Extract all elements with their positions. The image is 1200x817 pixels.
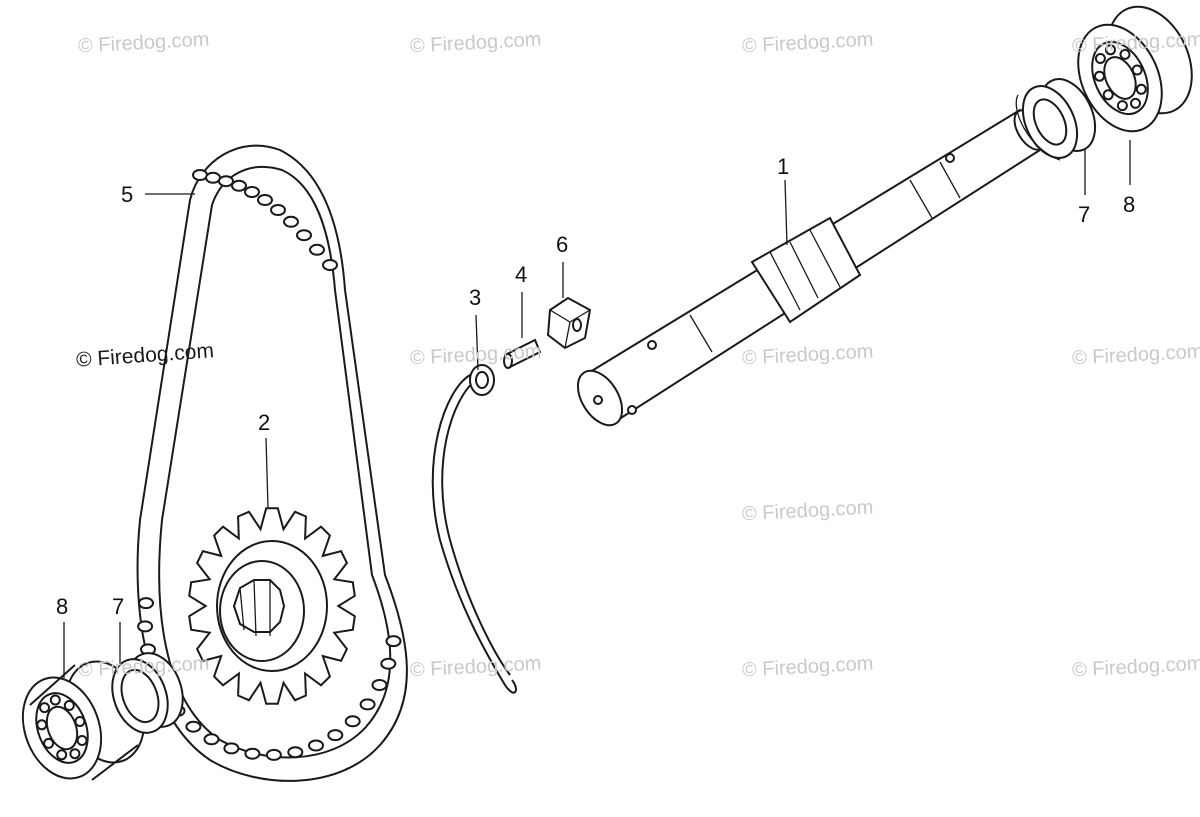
chain-link [223, 742, 240, 755]
chain-link [371, 679, 388, 691]
bearing-ball [1116, 100, 1128, 112]
callout-chain: 5 [121, 182, 134, 207]
callout-collar: 3 [469, 285, 482, 310]
bearing-ball [1135, 83, 1147, 95]
bearing-ball [39, 702, 50, 714]
chain-link [192, 169, 208, 181]
chain-link [287, 746, 304, 759]
leader-lines [63, 140, 1131, 678]
chain-link [322, 259, 338, 271]
sprocket [188, 507, 356, 705]
callout-bearing-right: 8 [1123, 192, 1136, 217]
chain-link [244, 747, 261, 760]
pin [503, 338, 542, 369]
chain-link [138, 597, 154, 610]
chain-link [344, 715, 361, 728]
bearing-ball [69, 748, 81, 760]
chain-link [283, 215, 299, 228]
chain-link [309, 243, 325, 256]
chain-link [231, 179, 247, 192]
chain-link [257, 194, 273, 206]
chain-link [244, 186, 260, 198]
bearing-ball [56, 749, 68, 761]
chain-link [203, 733, 220, 746]
seal-left [111, 652, 184, 734]
bearing-ball [1094, 70, 1105, 82]
seal-right [1015, 78, 1097, 161]
chain-link [265, 748, 282, 761]
callout-block: 6 [556, 232, 569, 257]
chain-link [359, 698, 376, 711]
bearing-ball [1094, 53, 1106, 64]
callout-pin: 4 [515, 262, 528, 287]
bearing-ball [74, 716, 86, 727]
output-shaft [576, 108, 1047, 427]
block [546, 296, 592, 350]
bearing-ball [1102, 89, 1114, 101]
bearing-ball [43, 737, 55, 749]
bearing-ball [1130, 97, 1141, 109]
bearing-ball [76, 735, 88, 746]
chain-link [380, 657, 397, 670]
chain-link [385, 635, 402, 648]
chain-link [270, 204, 286, 216]
bearing-right [1077, 5, 1193, 133]
bearing-ball [36, 719, 48, 731]
bearing-ball [1131, 64, 1143, 76]
callout-sprocket: 2 [258, 410, 271, 435]
chain-link [296, 229, 312, 242]
chain-link [327, 729, 344, 742]
bearing-ball [1119, 48, 1131, 60]
callout-seal-left: 7 [112, 594, 125, 619]
chain-link [308, 739, 324, 752]
chain-link [205, 171, 221, 184]
bearing-ball [49, 694, 61, 706]
callout-shaft: 1 [777, 154, 790, 179]
callout-bearing-left: 8 [56, 594, 69, 619]
spring-wire [431, 374, 517, 694]
callout-seal-right: 7 [1078, 202, 1091, 227]
bearing-ball [63, 700, 75, 711]
chain-link [137, 620, 154, 633]
collar [469, 364, 495, 396]
chain-link [185, 720, 202, 733]
bearing-left [21, 660, 146, 781]
chain-link [218, 175, 234, 188]
bearing-ball [1105, 44, 1116, 56]
